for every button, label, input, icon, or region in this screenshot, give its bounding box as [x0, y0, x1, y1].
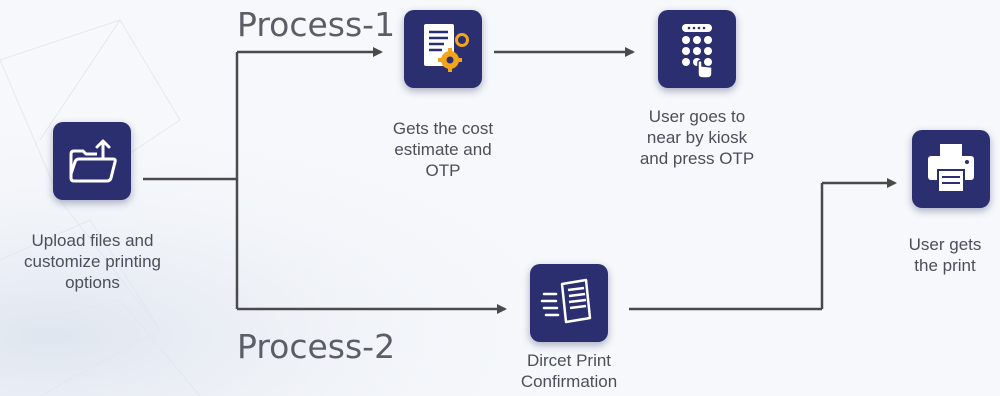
keypad-icon: [658, 10, 736, 88]
process-1-label: Process-1: [237, 5, 396, 44]
process-2-label: Process-2: [237, 327, 396, 366]
direct-label: Dircet Print Confirmation: [520, 351, 618, 391]
kiosk-label: User goes to near by kiosk and press OTP: [639, 107, 755, 168]
document-gears-icon: [404, 10, 482, 88]
document-send-icon: [530, 264, 608, 342]
estimate-label: Gets the cost estimate and OTP: [392, 119, 494, 180]
print-label: User gets the print: [908, 235, 982, 275]
folder-upload-icon: [53, 122, 131, 200]
upload-label: Upload files and customize printing opti…: [23, 231, 161, 292]
printer-icon: [912, 130, 990, 208]
